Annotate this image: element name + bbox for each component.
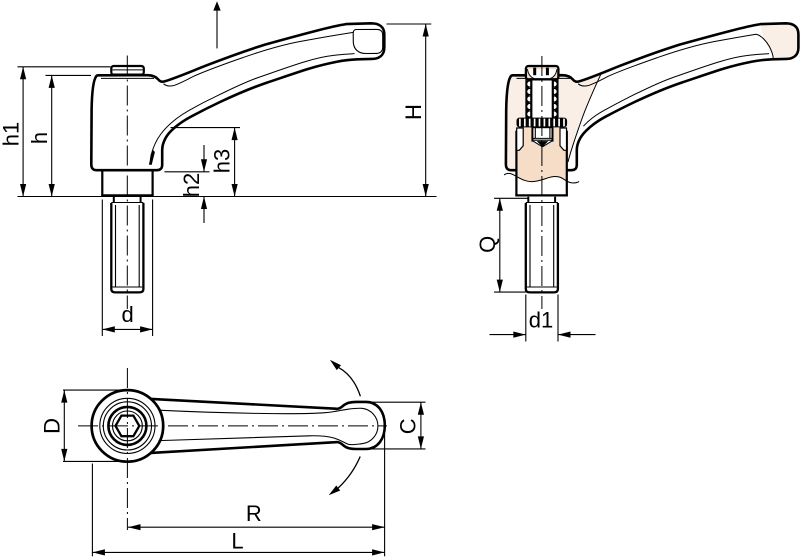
svg-text:h2: h2 bbox=[179, 173, 204, 197]
svg-text:d: d bbox=[121, 302, 133, 327]
svg-text:h1: h1 bbox=[0, 122, 23, 146]
svg-text:Q: Q bbox=[475, 236, 500, 253]
svg-text:R: R bbox=[246, 501, 262, 526]
svg-text:h3: h3 bbox=[210, 149, 235, 173]
svg-text:D: D bbox=[40, 418, 65, 434]
svg-text:d1: d1 bbox=[529, 308, 553, 333]
svg-text:L: L bbox=[231, 529, 243, 554]
svg-text:H: H bbox=[401, 104, 426, 120]
svg-text:h: h bbox=[27, 132, 52, 144]
svg-text:C: C bbox=[396, 418, 421, 434]
